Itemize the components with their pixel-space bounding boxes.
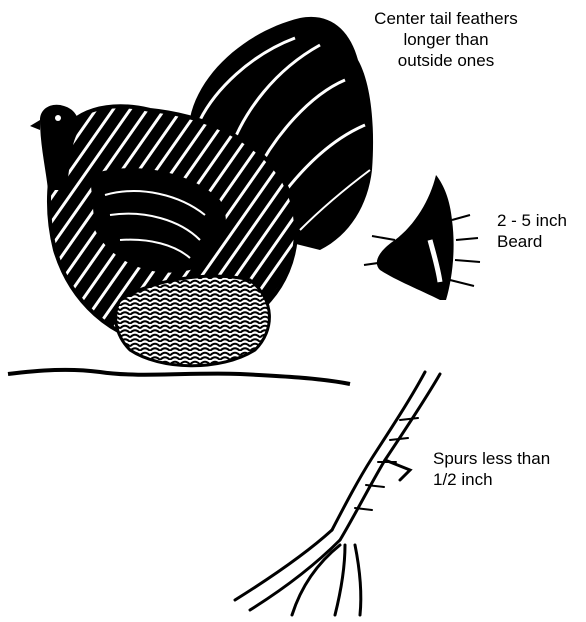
tail-label-line-3: outside ones [346, 50, 546, 71]
tail-feathers-label: Center tail feathers longer than outside… [346, 8, 546, 71]
leg-illustration [235, 372, 440, 615]
ground-line [8, 370, 350, 384]
beard-label-line-2: Beard [497, 231, 567, 252]
beard-label-line-1: 2 - 5 inch [497, 210, 567, 231]
spurs-label-line-2: 1/2 inch [433, 469, 550, 490]
beard-label: 2 - 5 inch Beard [497, 210, 567, 252]
spurs-label-line-1: Spurs less than [433, 448, 550, 469]
spurs-label: Spurs less than 1/2 inch [433, 448, 550, 490]
tail-label-line-1: Center tail feathers [346, 8, 546, 29]
beard-illustration [364, 175, 480, 300]
tail-label-line-2: longer than [346, 29, 546, 50]
